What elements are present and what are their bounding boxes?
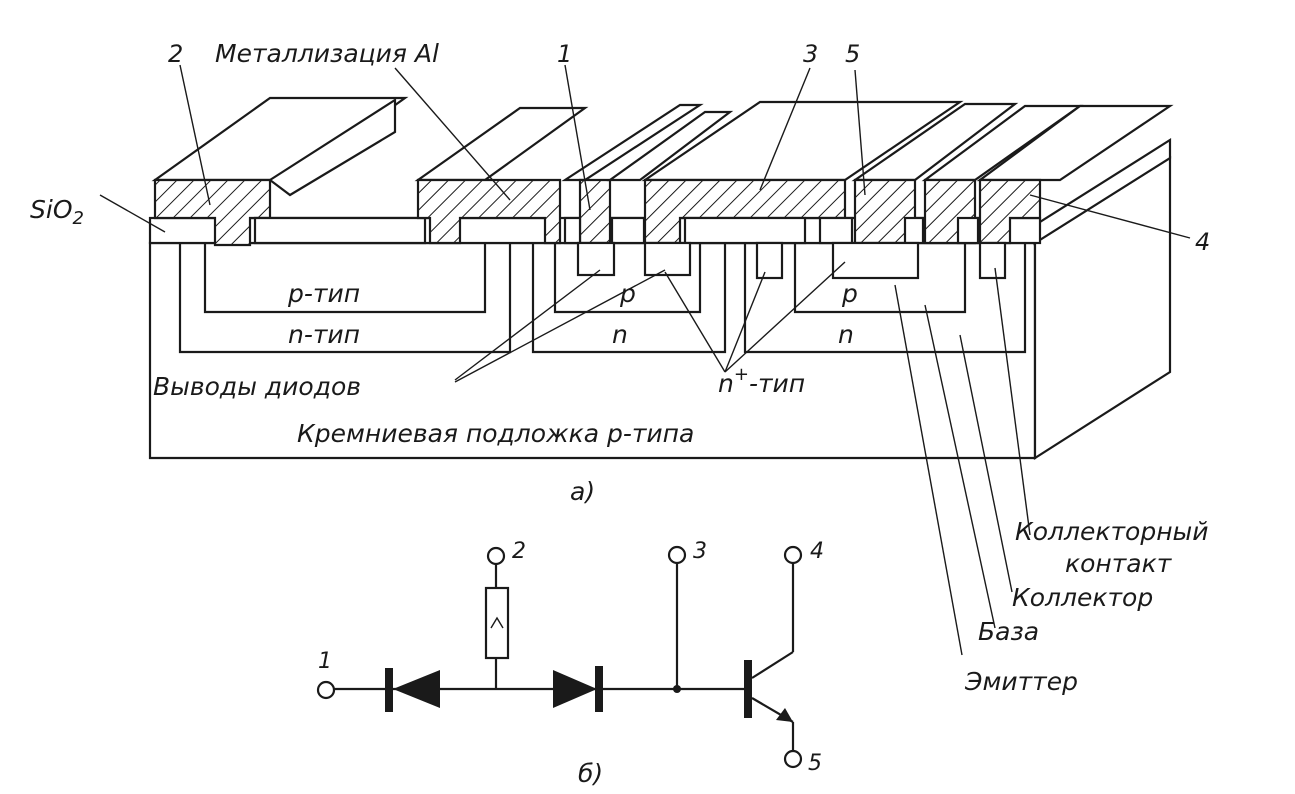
nplus-type-label: n+-тип	[718, 364, 805, 398]
diode-2-bar	[595, 666, 603, 712]
substrate-side-face	[1033, 156, 1172, 461]
p-region-middle	[553, 243, 702, 314]
nplus-contact-left	[755, 241, 784, 280]
leader-collector-contact	[994, 267, 1031, 536]
metal-strip-1	[578, 178, 612, 245]
collector-contact-label-1: Коллекторный	[1015, 517, 1209, 546]
leader-1	[564, 64, 591, 211]
equivalent-circuit	[316, 545, 803, 769]
leader-base	[924, 304, 996, 629]
callout-5: 5	[845, 40, 860, 68]
oxide-block-5	[903, 216, 925, 245]
terminal-4-label: 4	[810, 539, 824, 564]
diode-leads-label: Выводы диодов	[153, 372, 361, 401]
n-collector-label: n	[838, 320, 854, 349]
leader-5	[854, 69, 866, 196]
metal-strip-1b-top	[606, 110, 734, 182]
oxide-block-3	[683, 216, 807, 245]
n-type-label: n-тип	[288, 320, 360, 349]
metallization-label: Металлизация Al	[215, 39, 439, 68]
metal-block-left-top2	[268, 97, 397, 197]
metal-strip-1-top	[561, 103, 704, 182]
emitter-arrow	[776, 708, 793, 722]
transistor-base-bar	[744, 660, 752, 718]
oxide-window-left	[253, 216, 427, 245]
p-region-left	[203, 243, 487, 314]
terminal-1	[316, 680, 336, 700]
callout-3: 3	[803, 40, 818, 68]
terminal-1-label: 1	[318, 649, 332, 674]
leader-metal	[394, 67, 511, 201]
callout-1: 1	[557, 40, 572, 68]
n-well-transistor	[743, 243, 1027, 354]
sio2-label: SiO2	[30, 195, 84, 229]
oxide-block-2	[610, 216, 646, 245]
p-middle-label: p	[619, 279, 636, 308]
oxide-block-1	[563, 216, 582, 245]
p-base-region	[793, 243, 967, 314]
n-well-left	[178, 243, 512, 354]
p-base-label: p	[841, 279, 858, 308]
leader-4	[1029, 194, 1191, 239]
terminal-3	[667, 545, 687, 565]
leader-nplus-a	[664, 271, 726, 373]
resistor-mark	[490, 616, 504, 629]
terminal-2	[486, 546, 506, 566]
n-middle-label: n	[612, 320, 628, 349]
leader-nplus-b	[724, 271, 766, 373]
leader-sio2	[99, 194, 166, 233]
leader-collector	[959, 334, 1013, 593]
diode-1	[393, 670, 440, 708]
callout-2: 2	[168, 40, 183, 68]
collector-contact-label-2: контакт	[1065, 549, 1173, 578]
metal-block-left	[153, 178, 272, 247]
nplus-region-middle-2	[643, 241, 692, 277]
leader-diode-b	[454, 269, 666, 383]
nplus-region-middle-1	[576, 241, 616, 277]
leader-3	[759, 67, 811, 191]
terminal-4	[783, 545, 803, 565]
callout-4: 4	[1195, 228, 1210, 256]
diode-1-bar	[385, 668, 393, 712]
p-type-label: p-тип	[287, 279, 360, 308]
leader-2	[179, 64, 211, 206]
caption-a: а)	[570, 477, 595, 506]
leader-nplus-c	[724, 261, 846, 373]
collector-label: Коллектор	[1012, 583, 1153, 612]
leader-diode-a	[454, 269, 601, 381]
base-label: База	[978, 617, 1039, 646]
terminal-5-label: 5	[808, 751, 822, 776]
emitter-label: Эмиттер	[964, 667, 1078, 696]
resistor	[484, 586, 510, 660]
terminal-3-label: 3	[693, 539, 707, 564]
oxide-block-4	[818, 216, 854, 245]
metal-pad-middle	[416, 178, 562, 245]
collector-contact-region	[978, 241, 1007, 280]
diode-2	[553, 670, 597, 708]
metal-pad-middle-top	[414, 106, 589, 182]
substrate-label: Кремниевая подложка p-типа	[297, 419, 694, 448]
caption-b: б)	[578, 759, 603, 788]
n-well-middle	[531, 243, 727, 354]
cross-section-drawing	[99, 64, 1191, 656]
emitter-region	[831, 241, 920, 280]
collector-lead	[751, 651, 794, 679]
leader-emitter	[894, 284, 963, 656]
terminal-5	[783, 749, 803, 769]
terminal-2-label: 2	[512, 539, 526, 564]
oxide-block-6	[956, 216, 980, 245]
